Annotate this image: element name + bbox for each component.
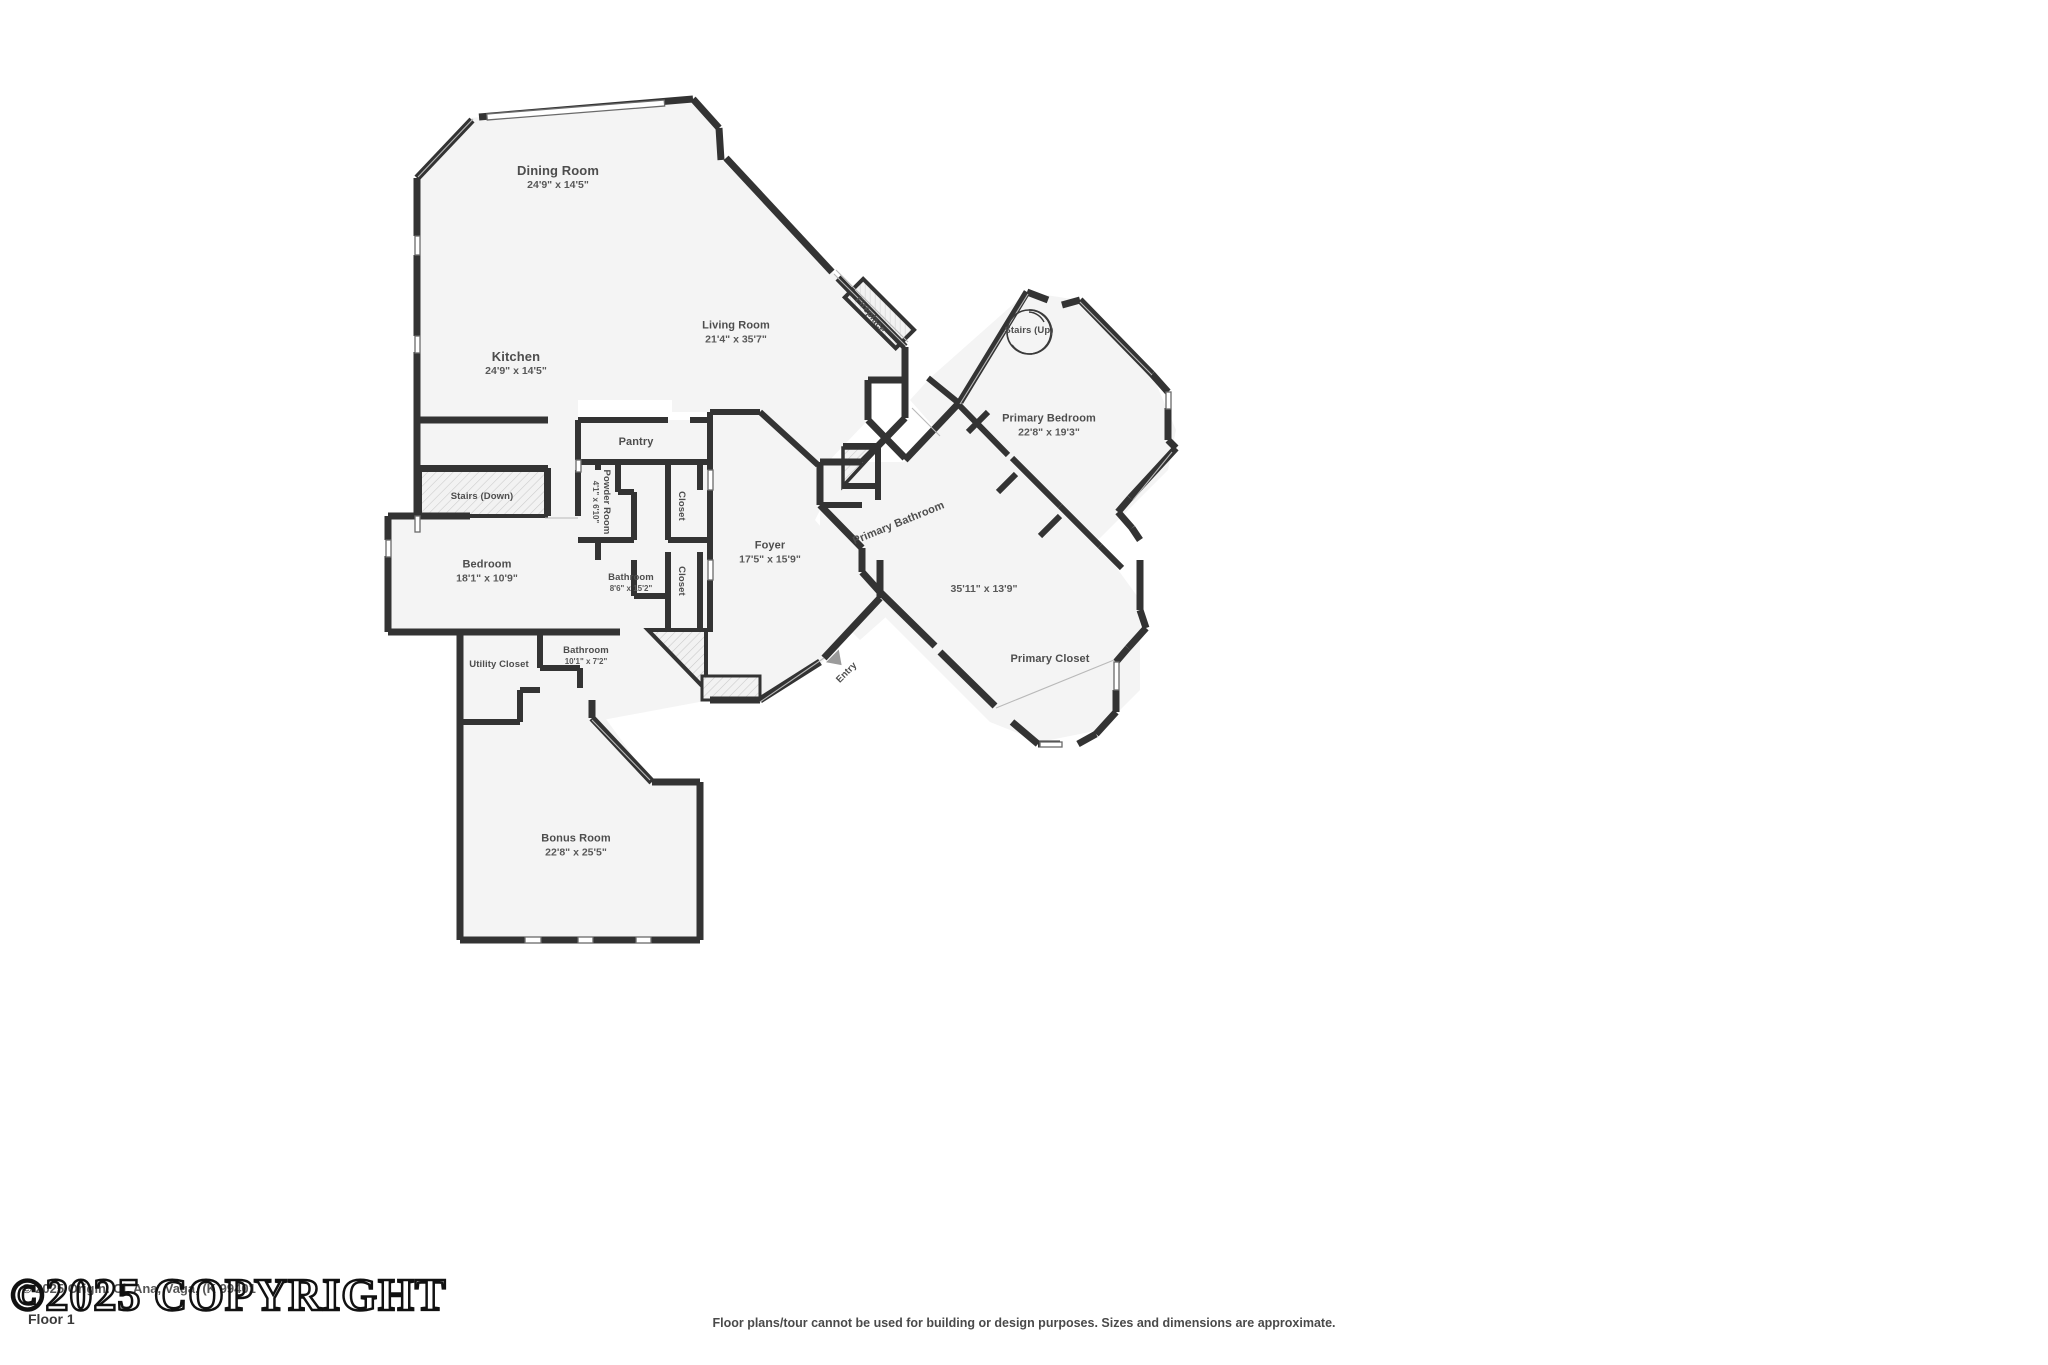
bonus-fill bbox=[460, 700, 700, 940]
window-bedroom-left-a bbox=[414, 515, 421, 533]
door-swings bbox=[417, 118, 1173, 781]
window-dining-top bbox=[486, 99, 666, 121]
door-closet-upper bbox=[707, 469, 714, 491]
address-text: © 2025 Origin. Ci, Ana, Vaga, (K 99401 bbox=[22, 1281, 256, 1296]
windows-and-openings bbox=[385, 99, 1172, 944]
window-bonus-a bbox=[524, 936, 542, 944]
bedroom-fill bbox=[388, 516, 578, 632]
service-core-fill bbox=[578, 420, 710, 632]
primary-bedroom-fill bbox=[910, 292, 1176, 560]
window-closet-right bbox=[1113, 661, 1120, 691]
window-primary-right bbox=[1165, 391, 1172, 410]
door-pantry bbox=[575, 459, 582, 473]
interior-walls bbox=[420, 375, 1125, 725]
floor-label: Floor 1 bbox=[28, 1311, 75, 1327]
window-dining-left bbox=[414, 235, 421, 256]
window-bonus-c bbox=[635, 936, 652, 944]
window-closet-bottom bbox=[1039, 741, 1063, 748]
primary-wing-fill bbox=[860, 405, 1140, 742]
window-kitchen-left bbox=[414, 335, 421, 354]
entry-step-hatch-a bbox=[643, 628, 708, 695]
window-bedroom-left-b bbox=[385, 539, 392, 558]
entry-step-hatch-b bbox=[700, 674, 762, 702]
door-closet-lower bbox=[707, 559, 714, 581]
window-bonus-b bbox=[577, 936, 594, 944]
stairs-up-icon bbox=[1006, 309, 1053, 355]
stairs-down-hatch bbox=[418, 468, 548, 518]
foyer-fill bbox=[710, 412, 880, 700]
disclaimer-text: Floor plans/tour cannot be used for buil… bbox=[712, 1316, 1336, 1330]
